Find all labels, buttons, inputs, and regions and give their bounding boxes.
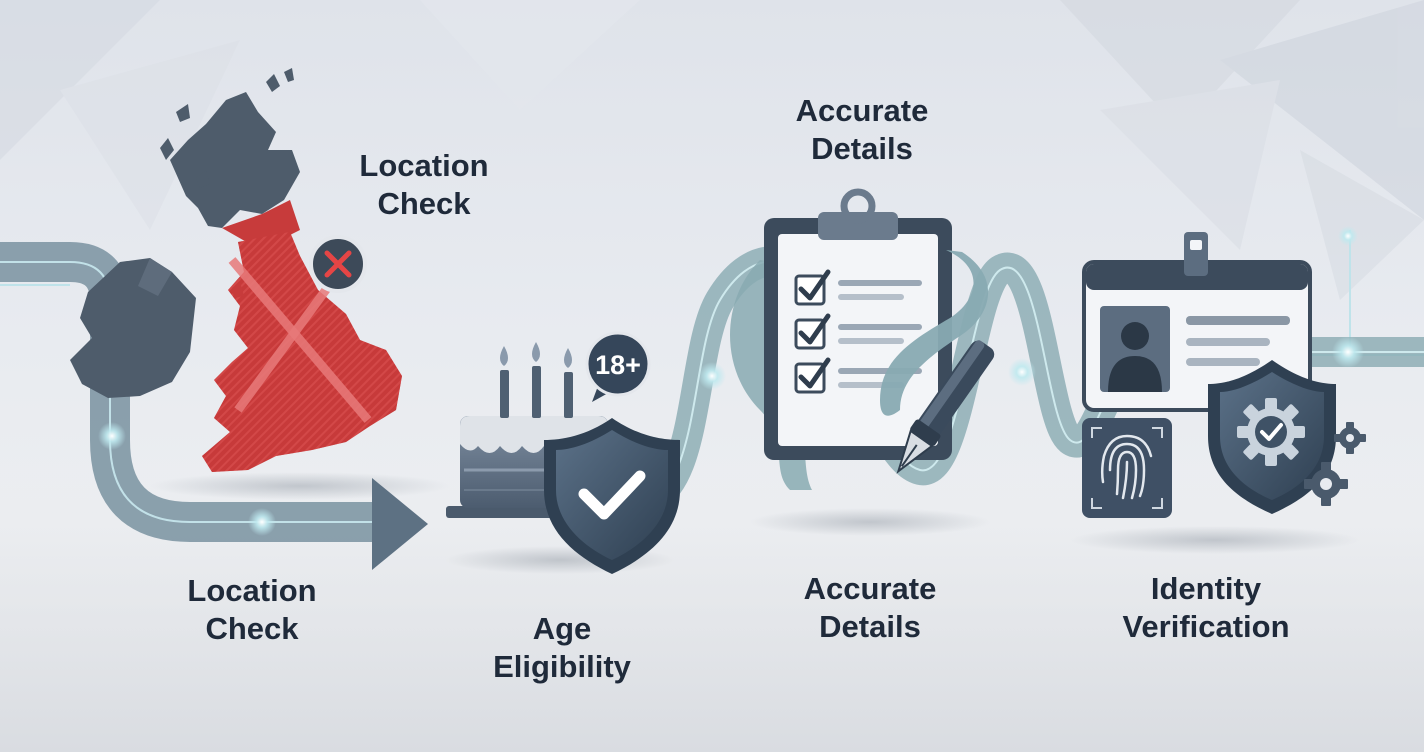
shield-check-icon	[544, 418, 680, 574]
clipboard-shadow	[750, 508, 990, 536]
shield-gear-icon	[1208, 360, 1336, 514]
arrow-head	[372, 478, 428, 570]
top-location-label: Location Check	[359, 148, 489, 221]
id-card-icon	[1082, 232, 1312, 412]
bottom-age-label: Age Eligibility	[493, 611, 631, 684]
map-shadow	[150, 472, 450, 500]
cross-badge-icon	[309, 235, 367, 293]
fountain-pen-icon	[896, 340, 995, 474]
age-badge-text: 18+	[595, 350, 641, 380]
background-facets	[0, 0, 1424, 300]
bottom-identity-label: Identity Verification	[1122, 571, 1290, 644]
id-shadow	[1070, 526, 1360, 554]
fingerprint-icon	[1082, 418, 1172, 518]
uk-map-icon	[70, 68, 402, 472]
top-details-label: Accurate Details	[795, 93, 929, 166]
ribbon-front	[880, 250, 989, 416]
age-badge: 18+	[585, 331, 651, 402]
gear-icon	[1304, 422, 1366, 506]
bottom-location-label: Location Check	[187, 573, 317, 646]
bottom-details-label: Accurate Details	[803, 571, 937, 644]
path-glow-nodes	[98, 226, 1364, 536]
